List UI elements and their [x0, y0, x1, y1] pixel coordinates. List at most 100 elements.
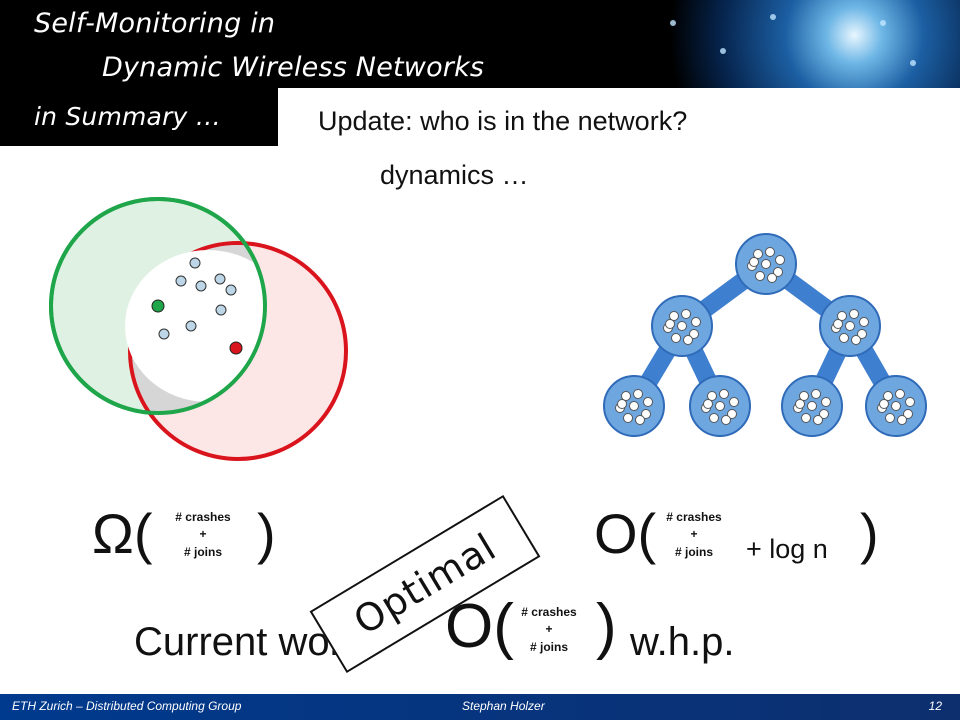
tree-node-dot: [669, 311, 679, 321]
slide-title-line1: Self-Monitoring in: [34, 8, 276, 39]
tree-node-dot: [837, 311, 847, 321]
tree-node-dot: [897, 415, 907, 425]
tree-node-dot: [767, 273, 777, 283]
sparkle: [770, 14, 776, 20]
fraction-numerator: # crashes: [175, 510, 231, 524]
tree-node-dot: [721, 415, 731, 425]
tree-node-dot: [883, 391, 893, 401]
tree-node-dot: [833, 319, 843, 329]
tree-node-dot: [715, 401, 725, 411]
slide-title-line3: in Summary …: [0, 88, 278, 146]
tree-diagram: [603, 233, 927, 437]
tree-node-dot: [851, 335, 861, 345]
lower-bound-prefix: Ω(: [92, 502, 153, 565]
tree-node-dot: [691, 317, 701, 327]
node-dot: [225, 284, 237, 296]
lower-bound-suffix: ): [257, 502, 276, 565]
tree-node-dot: [859, 317, 869, 327]
tree-node-dot: [753, 249, 763, 259]
node-dot: [158, 328, 170, 340]
tree-node-dot: [839, 333, 849, 343]
tree-node-dot: [677, 321, 687, 331]
whp-text: w.h.p.: [630, 620, 735, 664]
tree-node-dot: [617, 399, 627, 409]
tree-node-dot: [755, 271, 765, 281]
fraction-plus: +: [690, 527, 698, 542]
upper-bound-prefix: O(: [594, 502, 657, 565]
tree-node-dot: [775, 255, 785, 265]
node-dot: [189, 257, 201, 269]
crashing-node-dot: [229, 341, 243, 355]
footer-author: Stephan Holzer: [462, 699, 545, 713]
tree-node-dot: [765, 247, 775, 257]
tree-node-dot: [719, 389, 729, 399]
node-dot: [175, 275, 187, 287]
slide-title-line2: Dynamic Wireless Networks: [102, 52, 485, 83]
tree-node-dot: [707, 391, 717, 401]
title-header: Self-Monitoring in Dynamic Wireless Netw…: [0, 0, 960, 88]
tree-node-dot: [849, 309, 859, 319]
node-dot: [215, 304, 227, 316]
tree-node-dot: [629, 401, 639, 411]
tree-node-dot: [689, 329, 699, 339]
tree-node-dot: [857, 329, 867, 339]
tree-node-dot: [761, 259, 771, 269]
tree-node-dot: [799, 391, 809, 401]
sparkle: [880, 20, 886, 26]
joining-node-dot: [151, 299, 165, 313]
tree-node-dot: [623, 413, 633, 423]
tree-node-dot: [773, 267, 783, 277]
subtitle: Update: who is in the network?: [318, 106, 688, 136]
tree-node-dot: [709, 413, 719, 423]
sparkle: [910, 60, 916, 66]
tree-node-dot: [903, 409, 913, 419]
tree-node-dot: [891, 401, 901, 411]
tree-node-dot: [845, 321, 855, 331]
sparkle: [720, 48, 726, 54]
tree-node-dot: [633, 389, 643, 399]
current-work-fraction: # crashes + # joins: [508, 604, 590, 656]
fraction-plus: +: [545, 622, 553, 637]
lower-bound-fraction: # crashes + # joins: [164, 509, 242, 561]
tree-node-dot: [643, 397, 653, 407]
tree-node-dot: [729, 397, 739, 407]
tree-node-dot: [801, 413, 811, 423]
fraction-denominator: # joins: [529, 639, 568, 654]
tree-node-dot: [641, 409, 651, 419]
tree-node-dot: [795, 399, 805, 409]
tree-node-dot: [905, 397, 915, 407]
dynamics-text: dynamics …: [380, 160, 529, 190]
tree-node-dot: [807, 401, 817, 411]
node-dot: [185, 320, 197, 332]
tree-node-dot: [821, 397, 831, 407]
node-dot: [195, 280, 207, 292]
current-work-suffix: ): [596, 592, 617, 661]
tree-node-dot: [813, 415, 823, 425]
tree-node-dot: [819, 409, 829, 419]
fraction-denominator: # joins: [674, 544, 713, 559]
fraction-numerator: # crashes: [521, 605, 577, 619]
tree-node-dot: [811, 389, 821, 399]
tree-node-dot: [879, 399, 889, 409]
fraction-plus: +: [199, 527, 207, 542]
tree-node-dot: [671, 333, 681, 343]
tree-node-dot: [749, 257, 759, 267]
upper-bound-fraction: # crashes + # joins: [654, 509, 734, 561]
tree-node-dot: [683, 335, 693, 345]
node-dot: [214, 273, 226, 285]
header-banner-image: [630, 0, 960, 88]
tree-node-dot: [665, 319, 675, 329]
sparkle: [670, 20, 676, 26]
tree-node-dot: [681, 309, 691, 319]
tree-node-dot: [621, 391, 631, 401]
tree-node-dot: [635, 415, 645, 425]
log-n-term: + log n: [746, 534, 828, 564]
upper-bound-suffix: ): [860, 502, 879, 565]
fraction-denominator: # joins: [183, 544, 222, 559]
venn-diagram: [49, 197, 348, 461]
footer-bar: ETH Zurich – Distributed Computing Group…: [0, 694, 960, 720]
tree-node-dot: [727, 409, 737, 419]
footer-page-number: 12: [928, 699, 942, 713]
fraction-numerator: # crashes: [666, 510, 722, 524]
tree-node-dot: [895, 389, 905, 399]
